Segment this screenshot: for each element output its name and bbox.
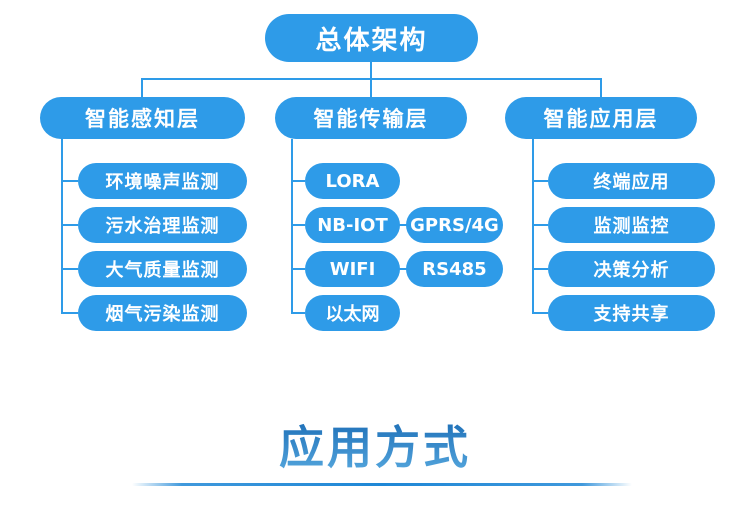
connector-tick <box>61 312 78 314</box>
connector-tick <box>532 312 548 314</box>
node-sewage-monitoring: 污水治理监测 <box>78 207 247 243</box>
node-branch-application-layer: 智能应用层 <box>505 97 697 139</box>
node-nbiot: NB-IOT <box>305 207 400 243</box>
node-terminal-application: 终端应用 <box>548 163 715 199</box>
node-root: 总体架构 <box>265 14 478 62</box>
node-flue-gas-monitoring: 烟气污染监测 <box>78 295 247 331</box>
node-rs485: RS485 <box>406 251 503 287</box>
connector-drop-branch-2 <box>370 78 372 98</box>
connector-trunk-branch-2 <box>291 139 293 314</box>
connector-drop-branch-1 <box>141 78 143 98</box>
node-monitoring-control: 监测监控 <box>548 207 715 243</box>
section-title: 应用方式 <box>0 411 750 476</box>
connector-tick <box>291 224 305 226</box>
connector-trunk-branch-3 <box>532 139 534 314</box>
node-gprs-4g: GPRS/4G <box>406 207 503 243</box>
connector-tick <box>532 268 548 270</box>
connector-drop-branch-3 <box>600 78 602 98</box>
node-branch-transmission-layer: 智能传输层 <box>275 97 467 139</box>
connector-nbiot-gprs <box>398 224 408 226</box>
node-ethernet: 以太网 <box>305 295 400 331</box>
connector-tick <box>61 180 78 182</box>
connector-tick <box>61 268 78 270</box>
node-noise-monitoring: 环境噪声监测 <box>78 163 247 199</box>
connector-tick <box>291 180 305 182</box>
connector-tick <box>291 312 305 314</box>
connector-wifi-rs485 <box>398 268 408 270</box>
connector-trunk-branch-1 <box>61 139 63 314</box>
connector-tick <box>291 268 305 270</box>
connector-tick <box>532 224 548 226</box>
node-air-quality-monitoring: 大气质量监测 <box>78 251 247 287</box>
node-wifi: WIFI <box>305 251 400 287</box>
connector-tick <box>61 224 78 226</box>
node-branch-perception-layer: 智能感知层 <box>40 97 245 139</box>
node-decision-analysis: 决策分析 <box>548 251 715 287</box>
section-divider-line <box>132 483 632 486</box>
node-lora: LORA <box>305 163 400 199</box>
connector-tick <box>532 180 548 182</box>
node-support-sharing: 支持共享 <box>548 295 715 331</box>
connector-root-down <box>370 62 372 79</box>
